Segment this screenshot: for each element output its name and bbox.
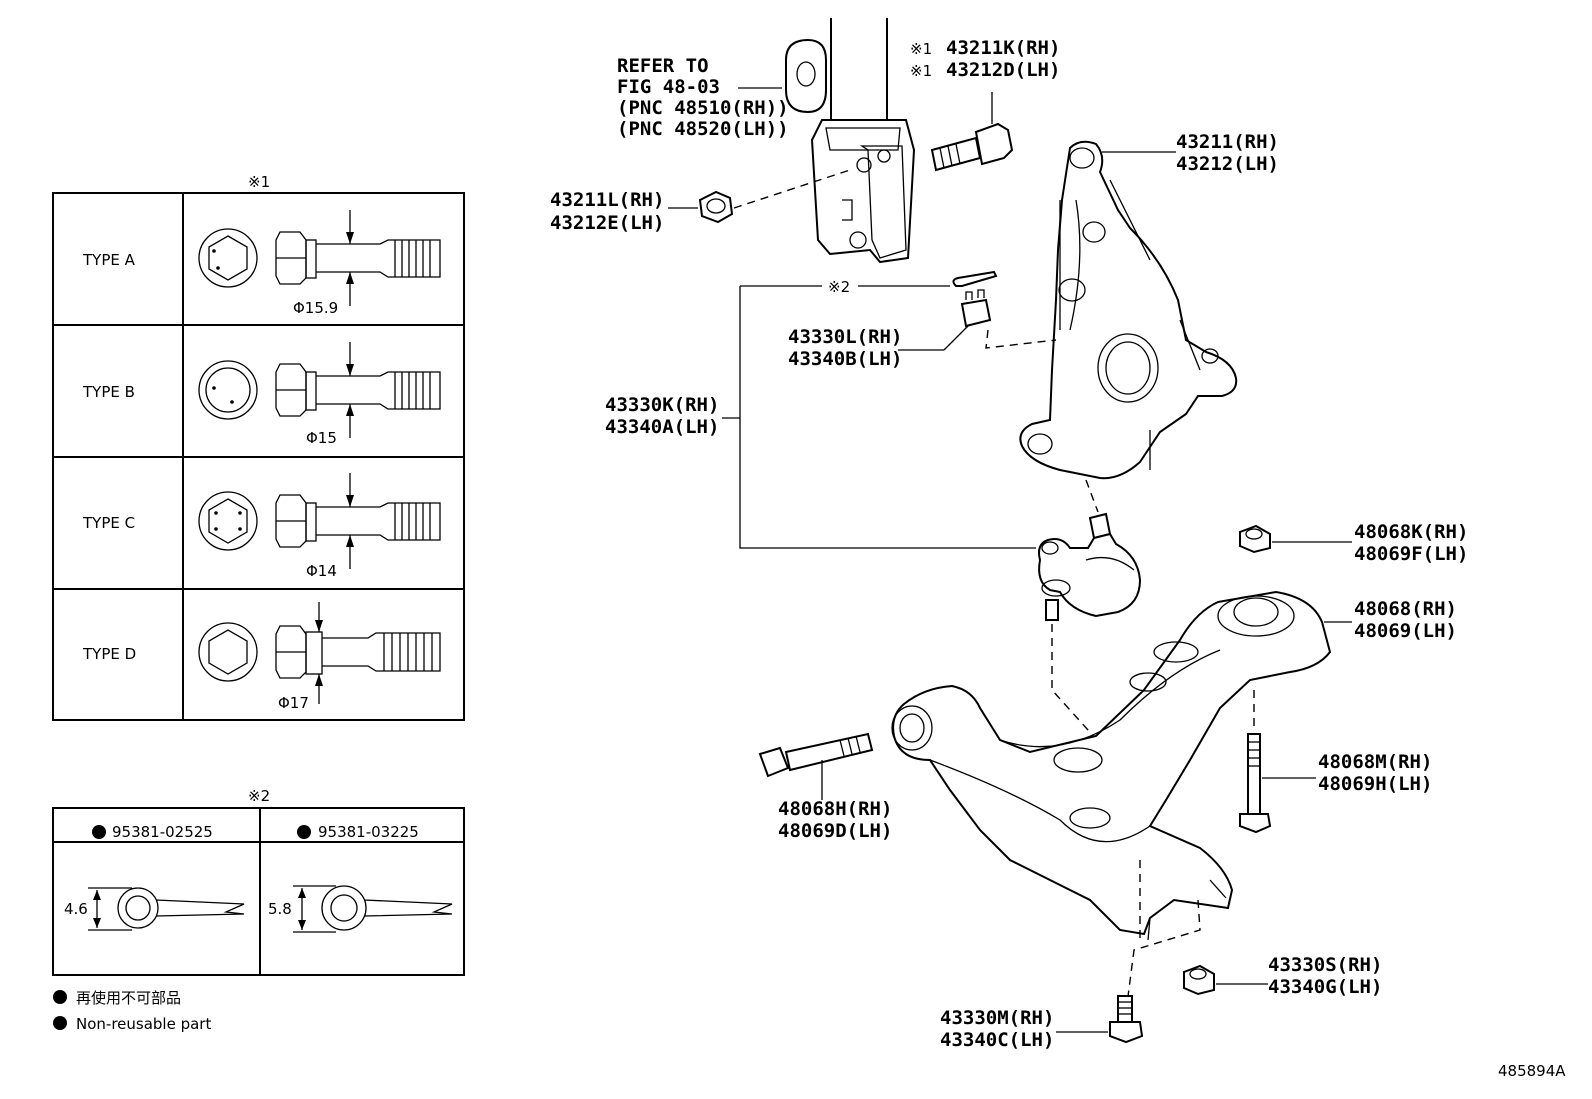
stud-type-b-label: TYPE B: [82, 383, 135, 401]
stud-type-b-drawing: [198, 342, 441, 438]
arm-nut-48068K-drawing: [1239, 524, 1271, 554]
stud-type-d-drawing: [198, 602, 441, 704]
pin-dim-2: 5.8: [268, 900, 292, 918]
label-43340C: 43340C(LH): [940, 1029, 1054, 1051]
stud-type-a-drawing: [198, 210, 441, 306]
note1-mark: ※1: [248, 173, 270, 191]
refer-line-2: FIG 48-03: [617, 76, 720, 98]
lower-arm-drawing: [891, 590, 1332, 941]
legend-en: Non-reusable part: [76, 1015, 211, 1033]
pin-part-2: 95381-03225: [318, 823, 419, 841]
label-43211L: 43211L(RH): [550, 189, 664, 211]
label-43330L: 43330L(RH): [788, 326, 902, 348]
label-43340A: 43340A(LH): [605, 416, 719, 438]
stud-type-d-dia: Φ17: [278, 694, 309, 712]
non-reusable-dot: [297, 825, 311, 839]
refer-line-1: REFER TO: [617, 55, 709, 77]
figure-id: 485894A: [1498, 1062, 1566, 1080]
label-48069: 48069(LH): [1354, 620, 1457, 642]
pin-dim-1: 4.6: [64, 900, 88, 918]
label-48068K: 48068K(RH): [1354, 521, 1468, 543]
label-43330M: 43330M(RH): [940, 1007, 1054, 1029]
stud-type-d-label: TYPE D: [82, 645, 136, 663]
strut-bolt-drawing: [930, 92, 1014, 172]
label-43330S: 43330S(RH): [1268, 954, 1382, 976]
note2-mark: ※2: [828, 278, 850, 296]
stud-type-a-dia: Φ15.9: [293, 299, 338, 317]
castle-nut-drawing: [960, 289, 992, 328]
steering-knuckle-drawing: [1019, 140, 1238, 480]
stud-type-c-dia: Φ14: [306, 562, 337, 580]
refer-line-3: (PNC 48510(RH)): [617, 97, 789, 119]
cotter-pin-2-drawing: [293, 885, 453, 933]
joint-bolt-43330M-drawing: [1109, 995, 1144, 1044]
stud-type-a-label: TYPE A: [82, 251, 136, 269]
ball-joint-drawing: [1038, 512, 1142, 621]
stud-type-c-drawing: [198, 473, 441, 569]
cotter-pin-table: 95381-02525 95381-03225 4.6 5.8: [52, 807, 465, 976]
strut-nut-drawing: [698, 190, 734, 224]
refer-line-4: (PNC 48520(LH)): [617, 118, 789, 140]
non-reusable-dot: [92, 825, 106, 839]
label-48068: 48068(RH): [1354, 598, 1457, 620]
arm-bolt-48068M-drawing: [1239, 733, 1272, 834]
stud-type-c-label: TYPE C: [82, 514, 135, 532]
strut-reference-drawing: [785, 18, 916, 264]
label-43212E: 43212E(LH): [550, 212, 664, 234]
cotter-pin-1-drawing: [88, 887, 245, 931]
cotter-pin-drawing: [952, 270, 998, 287]
note2-mark: ※2: [248, 787, 270, 805]
label-43330K: 43330K(RH): [605, 394, 719, 416]
pin-part-1: 95381-02525: [112, 823, 213, 841]
label-48069F: 48069F(LH): [1354, 543, 1468, 565]
legend-jp: 再使用不可部品: [76, 989, 181, 1007]
label-43212D: 43212D(LH): [946, 59, 1060, 81]
label-43211K: 43211K(RH): [946, 37, 1060, 59]
label-48069H: 48069H(LH): [1318, 773, 1432, 795]
label-48068H: 48068H(RH): [778, 798, 892, 820]
label-43340G: 43340G(LH): [1268, 976, 1382, 998]
stud-type-b-dia: Φ15: [306, 429, 337, 447]
label-48068M: 48068M(RH): [1318, 751, 1432, 773]
legend-dot: [53, 990, 67, 1004]
joint-nut-43330S-drawing: [1183, 964, 1215, 996]
note1-mark: ※1: [910, 40, 932, 58]
stud-type-table: TYPE A TYPE B TYPE C TYPE D Φ15.9: [52, 192, 465, 721]
arm-bolt-48068H-drawing: [758, 732, 874, 778]
label-43340B: 43340B(LH): [788, 348, 902, 370]
label-43212: 43212(LH): [1176, 153, 1279, 175]
label-48069D: 48069D(LH): [778, 820, 892, 842]
legend-dot: [53, 1016, 67, 1030]
label-43211: 43211(RH): [1176, 131, 1279, 153]
note1-mark: ※1: [910, 62, 932, 80]
